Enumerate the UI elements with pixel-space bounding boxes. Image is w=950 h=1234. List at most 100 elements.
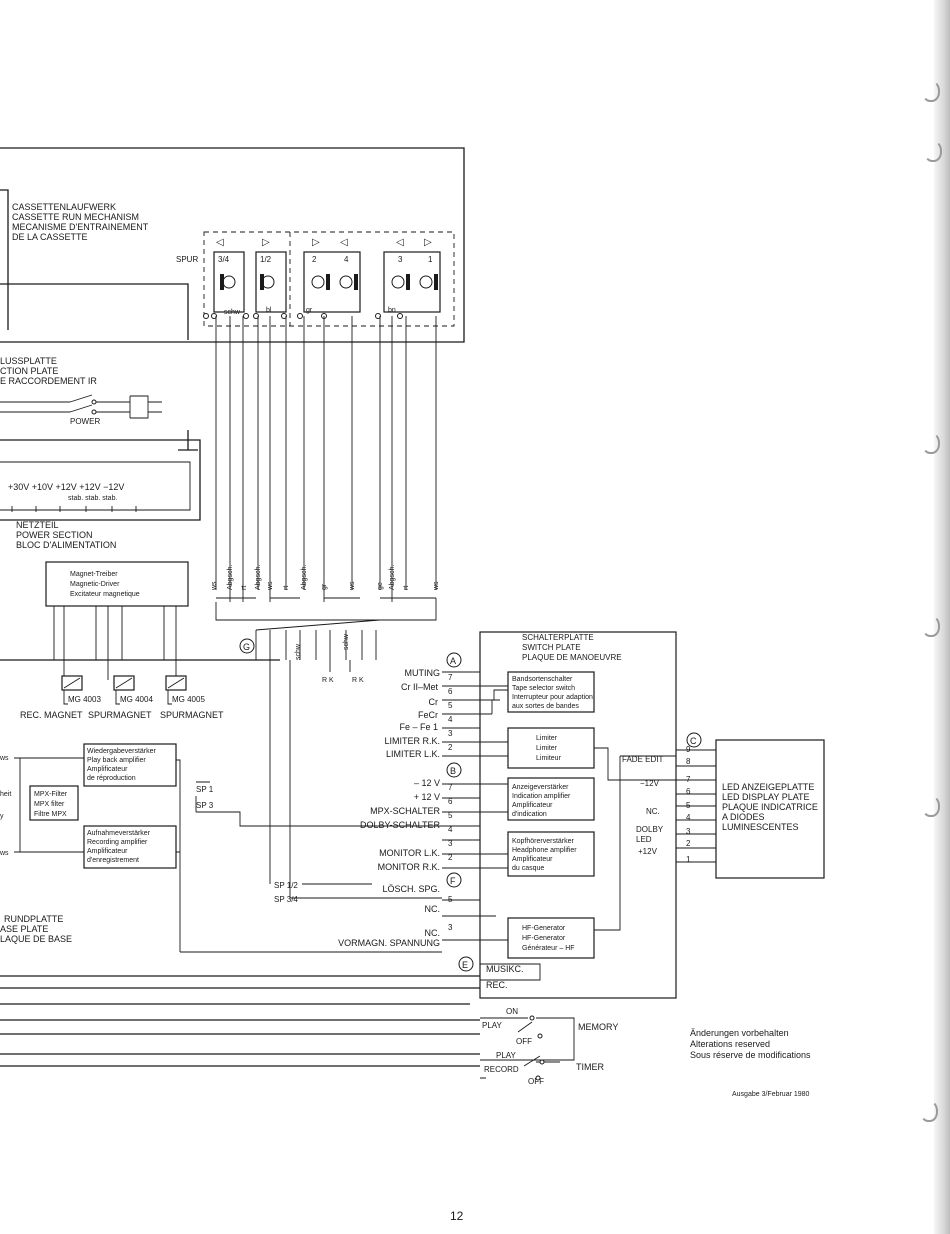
svg-text:SPURMAGNET: SPURMAGNET	[88, 710, 152, 720]
svg-text:gr: gr	[321, 583, 328, 590]
svg-text:schw: schw	[295, 643, 302, 660]
svg-text:OFF: OFF	[516, 1037, 532, 1046]
svg-text:MG 4003: MG 4003	[68, 695, 101, 704]
svg-text:Amplificateur: Amplificateur	[87, 848, 128, 855]
svg-text:d'indication: d'indication	[512, 811, 547, 818]
svg-text:SP 1/2: SP 1/2	[274, 881, 298, 890]
svg-text:6: 6	[448, 797, 453, 806]
svg-text:Recording amplifier: Recording amplifier	[87, 839, 148, 846]
svg-text:Limiteur: Limiteur	[536, 755, 562, 762]
arrow-left-icon: ◁	[340, 237, 348, 248]
timer-switch: PLAY RECORD OFF TIMER	[480, 1051, 604, 1086]
svg-text:PLAQUE INDICATRICE: PLAQUE INDICATRICE	[722, 802, 818, 812]
svg-text:LAQUE DE BASE: LAQUE DE BASE	[0, 934, 72, 944]
svg-text:Excitateur magnetique: Excitateur magnetique	[70, 591, 140, 598]
svg-text:A DIODES: A DIODES	[722, 812, 765, 822]
svg-text:Amplificateur: Amplificateur	[512, 856, 553, 863]
svg-text:CASSETTE RUN MECHANISM: CASSETTE RUN MECHANISM	[12, 212, 139, 222]
svg-text:Anzeigeverstärker: Anzeigeverstärker	[512, 784, 569, 791]
svg-text:ws: ws	[267, 581, 274, 591]
svg-text:y: y	[0, 813, 4, 820]
svg-text:BLOC D'ALIMENTATION: BLOC D'ALIMENTATION	[16, 540, 116, 550]
svg-text:1: 1	[686, 855, 691, 864]
svg-text:4: 4	[448, 825, 453, 834]
marker-f	[446, 872, 462, 888]
binding-hole	[922, 80, 940, 102]
svg-text:1: 1	[428, 255, 433, 264]
svg-text:PLAQUE DE MANOEUVRE: PLAQUE DE MANOEUVRE	[522, 653, 622, 662]
power-frame	[0, 439, 201, 521]
memory-switch: ON PLAY OFF MEMORY	[480, 1007, 618, 1061]
svg-text:MONITOR R.K.: MONITOR R.K.	[378, 862, 440, 872]
binding-spine	[934, 0, 950, 1234]
svg-text:Wiedergabeverstärker: Wiedergabeverstärker	[87, 748, 157, 755]
cassette-frame	[0, 147, 465, 343]
svg-text:3: 3	[448, 839, 453, 848]
revision-notes: Änderungen vorbehalten Alterations reser…	[690, 1028, 811, 1060]
svg-text:4: 4	[344, 255, 349, 264]
svg-text:RECORD: RECORD	[484, 1065, 519, 1074]
svg-text:LIMITER R.K.: LIMITER R.K.	[384, 736, 440, 746]
svg-text:Fe – Fe 1: Fe – Fe 1	[399, 722, 438, 732]
svg-text:C: C	[690, 736, 697, 746]
hf-generator-block	[507, 917, 595, 959]
svg-text:MECANISME D'ENTRAINEMENT: MECANISME D'ENTRAINEMENT	[12, 222, 149, 232]
binding-hole	[920, 1100, 938, 1122]
svg-text:Aufnahmeverstärker: Aufnahmeverstärker	[87, 830, 151, 837]
svg-text:5: 5	[448, 895, 453, 904]
marker-c	[686, 732, 702, 748]
svg-text:MPX-Filter: MPX-Filter	[34, 791, 68, 798]
indication-amp-block	[507, 777, 595, 821]
page-number: 12	[450, 1209, 464, 1223]
svg-text:Bandsortenschalter: Bandsortenschalter	[512, 676, 573, 683]
svg-text:ASE PLATE: ASE PLATE	[0, 924, 48, 934]
svg-text:Indication amplifier: Indication amplifier	[512, 793, 571, 800]
arrow-right-icon: ▷	[312, 237, 320, 248]
svg-text:−12V: −12V	[640, 779, 660, 788]
limiter-block	[507, 727, 595, 769]
svg-text:schw: schw	[224, 309, 241, 316]
svg-text:CASSETTENLAUFWERK: CASSETTENLAUFWERK	[12, 202, 116, 212]
svg-text:Alterations reserved: Alterations reserved	[690, 1039, 770, 1049]
svg-text:SP 3: SP 3	[196, 801, 214, 810]
svg-text:Abgsch.: Abgsch.	[301, 565, 308, 590]
svg-text:ws: ws	[349, 581, 356, 591]
svg-text:Änderungen vorbehalten: Änderungen vorbehalten	[690, 1028, 789, 1038]
svg-text:Kopfhörerverstärker: Kopfhörerverstärker	[512, 838, 575, 845]
svg-text:7: 7	[686, 775, 691, 784]
svg-text:REC. MAGNET: REC. MAGNET	[20, 710, 83, 720]
svg-text:B: B	[450, 766, 456, 776]
svg-text:Abgsch.: Abgsch.	[227, 565, 234, 590]
svg-text:DOLBY-SCHALTER: DOLBY-SCHALTER	[360, 820, 441, 830]
svg-text:R K: R K	[322, 677, 334, 684]
svg-text:OFF: OFF	[528, 1077, 544, 1086]
svg-text:+ 12 V: + 12 V	[414, 792, 440, 802]
svg-text:2: 2	[312, 255, 317, 264]
binding-hole	[922, 615, 940, 637]
svg-text:Amplificateur: Amplificateur	[87, 766, 128, 773]
svg-text:MG 4004: MG 4004	[120, 695, 153, 704]
svg-text:PLAY: PLAY	[496, 1051, 517, 1060]
headphone-amp-block	[507, 831, 595, 877]
svg-text:LED ANZEIGEPLATTE: LED ANZEIGEPLATTE	[722, 782, 814, 792]
svg-text:2: 2	[448, 853, 453, 862]
svg-text:7: 7	[448, 673, 453, 682]
svg-text:rt: rt	[403, 586, 410, 590]
svg-text:bn: bn	[388, 307, 396, 314]
svg-text:Limiter: Limiter	[536, 735, 558, 742]
svg-text:HF-Generator: HF-Generator	[522, 925, 566, 932]
power-section-label: NETZTEIL POWER SECTION BLOC D'ALIMENTATI…	[16, 520, 116, 550]
svg-text:ws: ws	[0, 850, 9, 857]
svg-text:LÖSCH. SPG.: LÖSCH. SPG.	[382, 884, 440, 894]
svg-text:3: 3	[448, 923, 453, 932]
svg-text:LED: LED	[636, 835, 652, 844]
svg-text:NC.: NC.	[425, 928, 441, 938]
svg-text:Headphone amplifier: Headphone amplifier	[512, 847, 577, 854]
signal-labels: MUTING Cr II–Met Cr FeCr Fe – Fe 1 LIMIT…	[338, 668, 440, 948]
svg-text:+12V: +12V	[638, 847, 658, 856]
svg-text:3: 3	[448, 729, 453, 738]
svg-text:Abgsch.: Abgsch.	[389, 565, 396, 590]
svg-text:MPX-SCHALTER: MPX-SCHALTER	[370, 806, 440, 816]
svg-text:– 12 V: – 12 V	[414, 778, 440, 788]
svg-text:7: 7	[448, 783, 453, 792]
